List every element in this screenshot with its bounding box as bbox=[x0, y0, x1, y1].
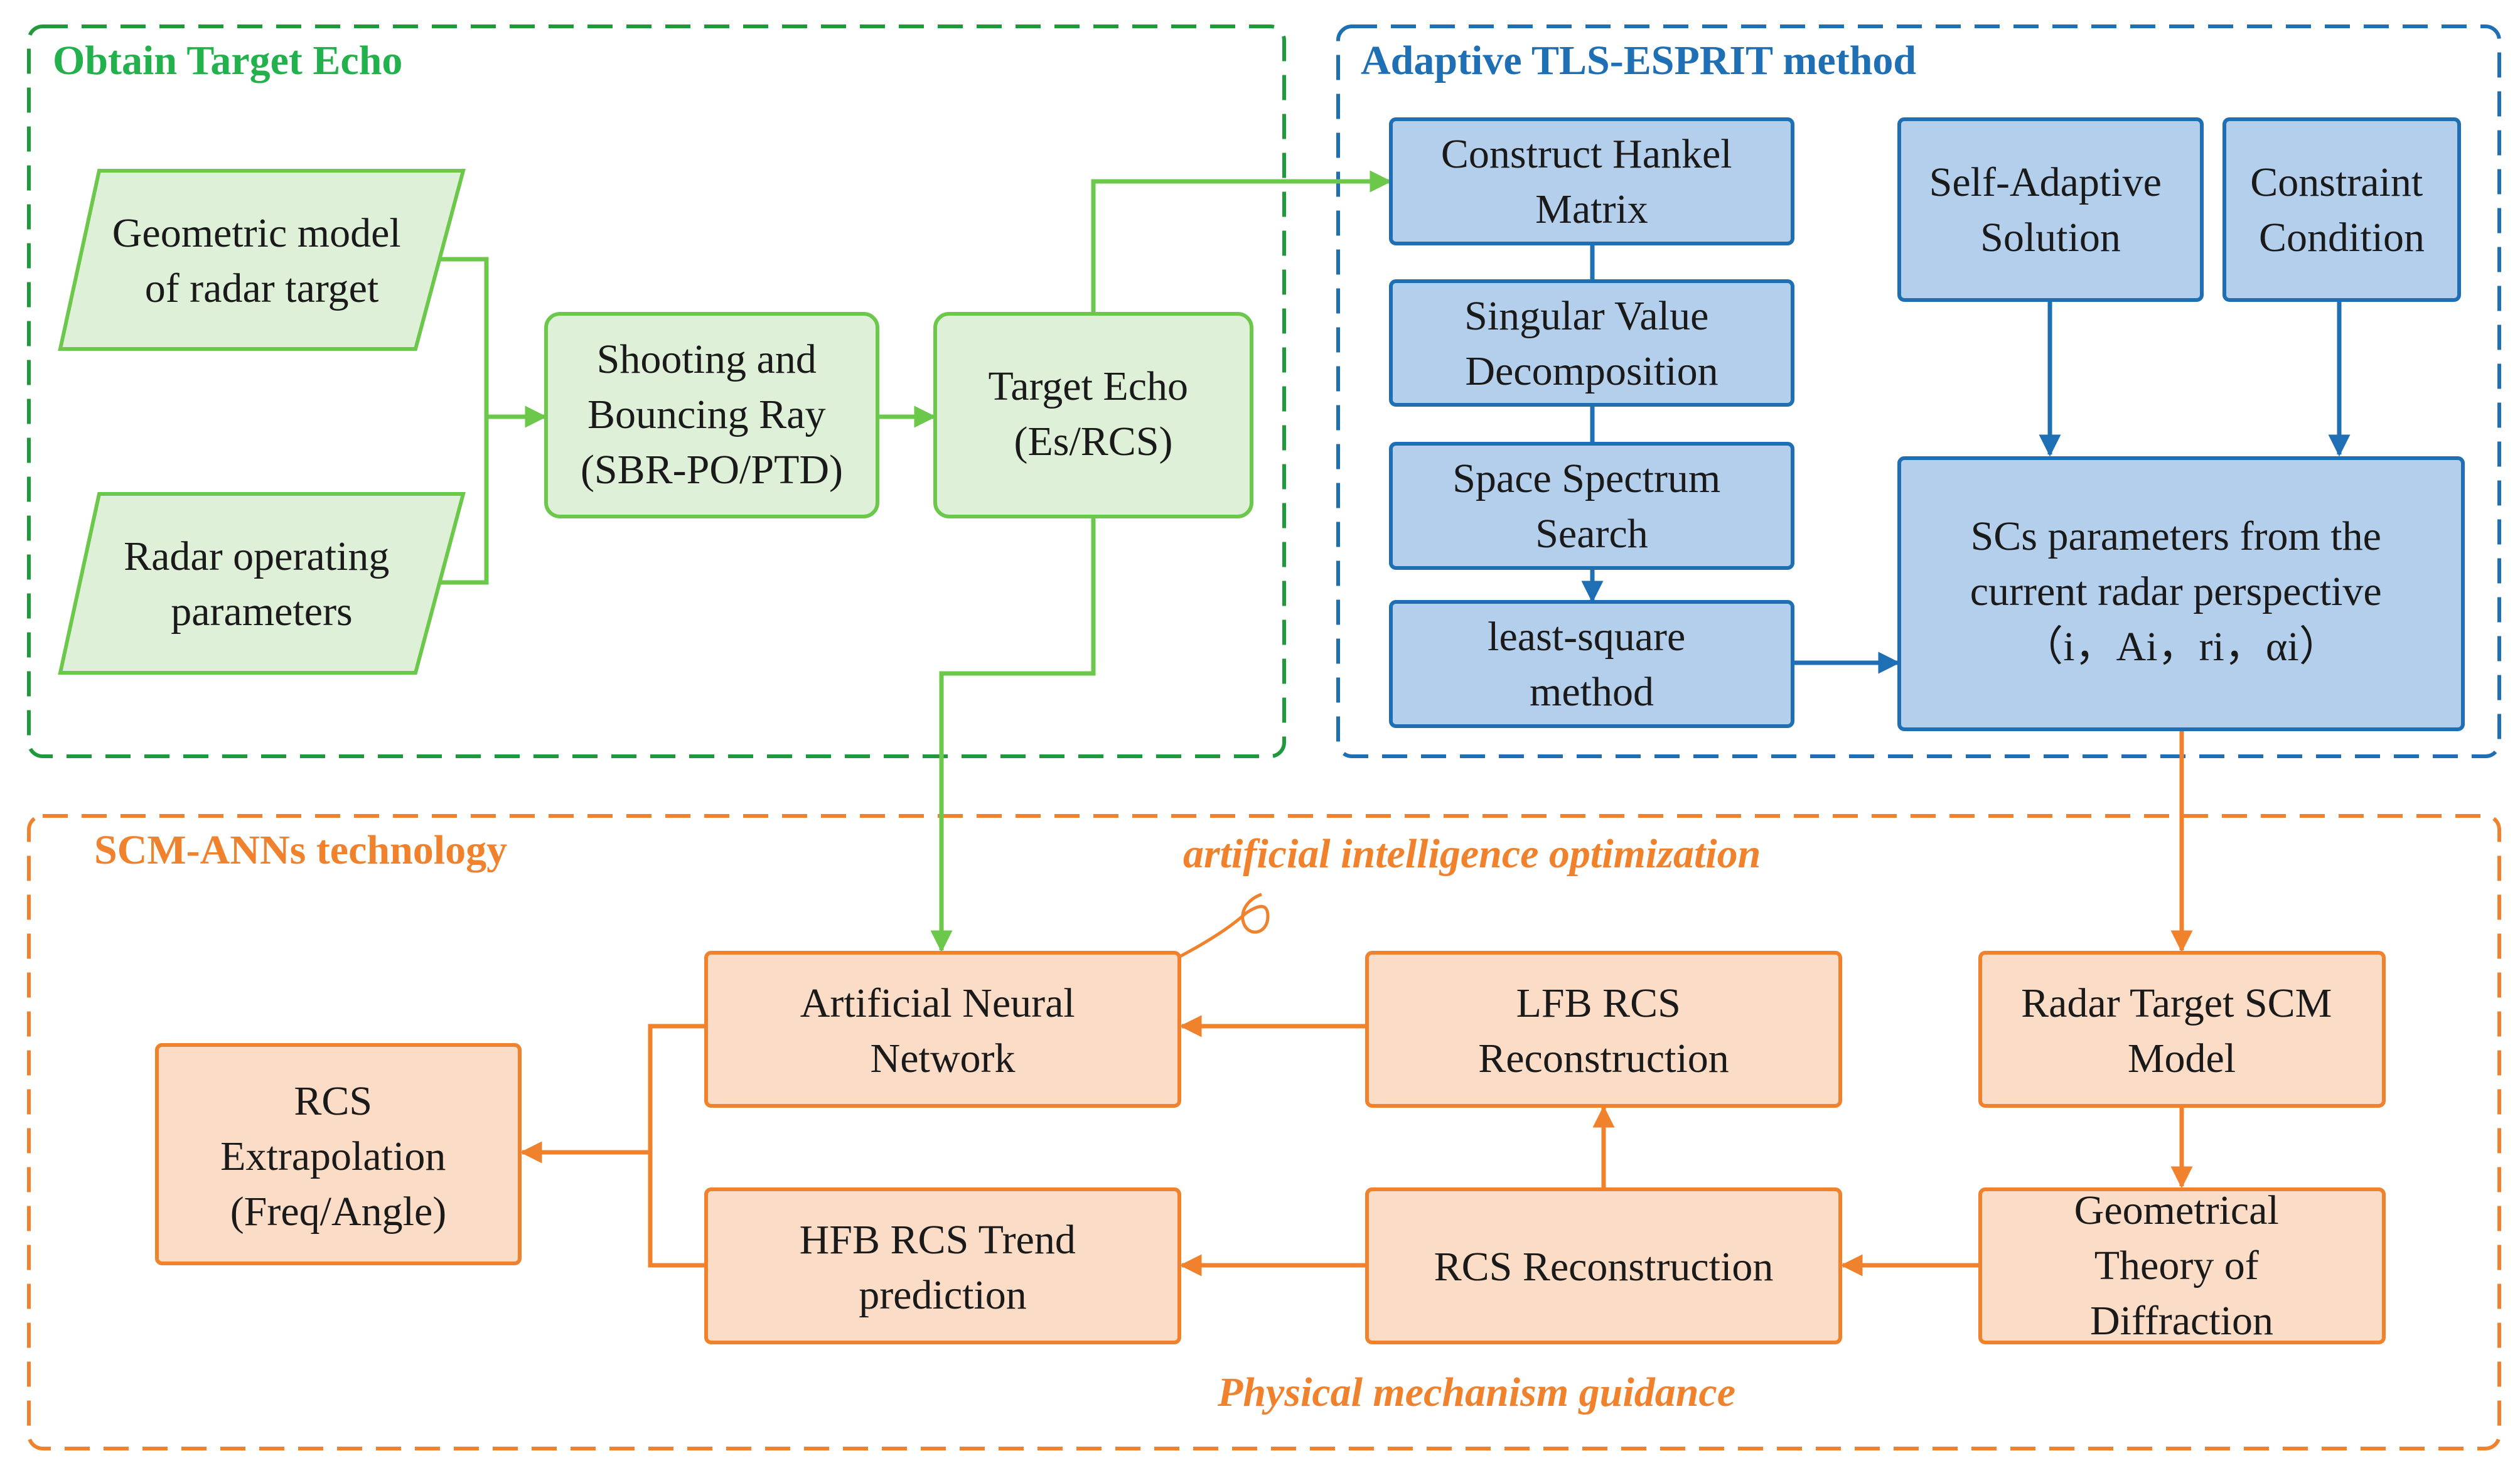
radar-parameters-label: Radar operating parameters bbox=[124, 533, 400, 635]
self-adaptive-label: Self-Adaptive Solution bbox=[1929, 159, 2172, 260]
radar-parameters-line-1: Radar operating bbox=[124, 533, 389, 579]
geometric-model-line-2: of radar target bbox=[145, 265, 379, 311]
geometric-model-line-1: Geometric model bbox=[112, 210, 401, 256]
gtd-box bbox=[1978, 1187, 2386, 1344]
lfb-rcs-label: LFB RCS Reconstruction bbox=[1478, 980, 1729, 1081]
constraint-label: Constraint Condition bbox=[2250, 159, 2433, 260]
ai-optimization-curl bbox=[1179, 892, 1270, 958]
scm-model-line-2: Model bbox=[2128, 1036, 2236, 1081]
gtd-line-1: Geometrical bbox=[2074, 1187, 2279, 1233]
rcs-extrapolation-line-2: Extrapolation bbox=[220, 1133, 446, 1179]
sbr-label: Shooting and Bouncing Ray (SBR-PO/PTD) bbox=[581, 336, 843, 493]
rcs-extrapolation-box bbox=[155, 1043, 522, 1265]
scs-parameters-line-2: current radar perspective bbox=[1970, 569, 2382, 614]
scm-model-label: Radar Target SCM Model bbox=[2021, 980, 2342, 1081]
rcs-reconstruction-label: RCS Reconstruction bbox=[1434, 1244, 1774, 1290]
hankel-line-1: Construct Hankel bbox=[1441, 131, 1732, 177]
ann-box bbox=[704, 951, 1181, 1108]
connector-echo-to-hankel bbox=[1091, 170, 1392, 314]
scm-model-box bbox=[1978, 951, 2386, 1108]
radar-parameters-input bbox=[58, 492, 466, 675]
connector-radar-to-sbr bbox=[439, 417, 489, 585]
geometric-model-label: Geometric model of radar target bbox=[112, 210, 412, 311]
svd-label: Singular Value Decomposition bbox=[1464, 293, 1719, 394]
panel-scm-anns bbox=[27, 814, 2501, 1450]
rcs-extrapolation-label: RCS Extrapolation (Freq/Angle) bbox=[220, 1078, 456, 1235]
spectrum-label: Space Spectrum Search bbox=[1452, 456, 1731, 557]
lfb-rcs-line-1: LFB RCS bbox=[1516, 980, 1681, 1026]
geometric-model-input bbox=[58, 169, 466, 351]
rcs-extrapolation-line-3: (Freq/Angle) bbox=[230, 1189, 447, 1235]
sbr-line-1: Shooting and bbox=[597, 336, 817, 382]
spectrum-line-2: Search bbox=[1535, 511, 1648, 557]
lfb-rcs-line-2: Reconstruction bbox=[1478, 1036, 1729, 1081]
spectrum-line-1: Space Spectrum bbox=[1452, 456, 1720, 501]
scm-model-line-1: Radar Target SCM bbox=[2021, 980, 2332, 1026]
lfb-rcs-box bbox=[1365, 951, 1842, 1108]
constraint-line-2: Condition bbox=[2259, 215, 2425, 260]
constraint-line-1: Constraint bbox=[2250, 159, 2423, 205]
scs-parameters-line-3: （i，Ai，ri，αi） bbox=[2022, 624, 2340, 670]
rcs-reconstruction-line-1: RCS Reconstruction bbox=[1434, 1244, 1774, 1290]
least-square-box bbox=[1389, 600, 1794, 728]
panel-obtain-target-echo bbox=[27, 24, 1286, 758]
gtd-label: Geometrical Theory of Diffraction bbox=[2074, 1187, 2290, 1344]
scs-parameters-box bbox=[1897, 456, 2465, 731]
least-square-label: least-square method bbox=[1488, 614, 1696, 715]
hfb-rcs-line-2: prediction bbox=[859, 1272, 1027, 1318]
physical-mechanism-label: Physical mechanism guidance bbox=[1217, 1369, 1735, 1415]
connector-echo-to-ann bbox=[930, 517, 1096, 953]
gtd-line-2: Theory of bbox=[2094, 1243, 2259, 1289]
rcs-extrapolation-line-1: RCS bbox=[294, 1078, 372, 1124]
rcs-reconstruction-box bbox=[1365, 1187, 1842, 1344]
panel-adaptive-tls-esprit bbox=[1336, 24, 2501, 758]
hankel-label: Construct Hankel Matrix bbox=[1441, 131, 1742, 232]
gtd-line-3: Diffraction bbox=[2090, 1298, 2273, 1344]
least-square-line-2: method bbox=[1530, 669, 1654, 715]
sbr-line-2: Bouncing Ray bbox=[587, 392, 825, 437]
svd-line-2: Decomposition bbox=[1465, 348, 1718, 394]
hfb-rcs-label: HFB RCS Trend prediction bbox=[800, 1217, 1086, 1318]
sbr-line-3: (SBR-PO/PTD) bbox=[581, 447, 843, 493]
sbr-box bbox=[544, 312, 879, 518]
least-square-line-1: least-square bbox=[1488, 614, 1685, 660]
target-echo-line-2: (Es/RCS) bbox=[1014, 419, 1172, 464]
ann-label: Artificial Neural Network bbox=[800, 980, 1085, 1081]
svd-line-1: Singular Value bbox=[1464, 293, 1708, 339]
target-echo-box bbox=[933, 312, 1253, 518]
ann-line-2: Network bbox=[871, 1036, 1016, 1081]
scs-parameters-label: SCs parameters from the current radar pe… bbox=[1970, 513, 2392, 670]
target-echo-line-1: Target Echo bbox=[988, 363, 1188, 409]
hfb-rcs-box bbox=[704, 1187, 1181, 1344]
radar-parameters-line-2: parameters bbox=[171, 589, 353, 635]
hankel-line-2: Matrix bbox=[1535, 186, 1648, 232]
ai-optimization-label: artificial intelligence optimization bbox=[1183, 831, 1761, 877]
spectrum-box bbox=[1389, 442, 1794, 570]
panel-title-adaptive-tls-esprit: Adaptive TLS-ESPRIT method bbox=[1361, 38, 1916, 83]
target-echo-label: Target Echo (Es/RCS) bbox=[988, 363, 1198, 464]
self-adaptive-line-1: Self-Adaptive bbox=[1929, 159, 2162, 205]
ann-line-1: Artificial Neural bbox=[800, 980, 1075, 1026]
hankel-box bbox=[1389, 117, 1794, 245]
connector-ann-to-extrap bbox=[648, 1024, 706, 1268]
hfb-rcs-line-1: HFB RCS Trend bbox=[800, 1217, 1076, 1263]
self-adaptive-box bbox=[1897, 117, 2204, 302]
self-adaptive-line-2: Solution bbox=[1980, 215, 2121, 260]
connector-geo-to-sbr bbox=[439, 257, 547, 428]
panel-title-obtain-target-echo: Obtain Target Echo bbox=[53, 38, 402, 83]
svd-box bbox=[1389, 279, 1794, 407]
constraint-box bbox=[2222, 117, 2461, 302]
panel-title-scm-anns: SCM-ANNs technology bbox=[94, 827, 507, 873]
scs-parameters-line-1: SCs parameters from the bbox=[1971, 513, 2381, 559]
